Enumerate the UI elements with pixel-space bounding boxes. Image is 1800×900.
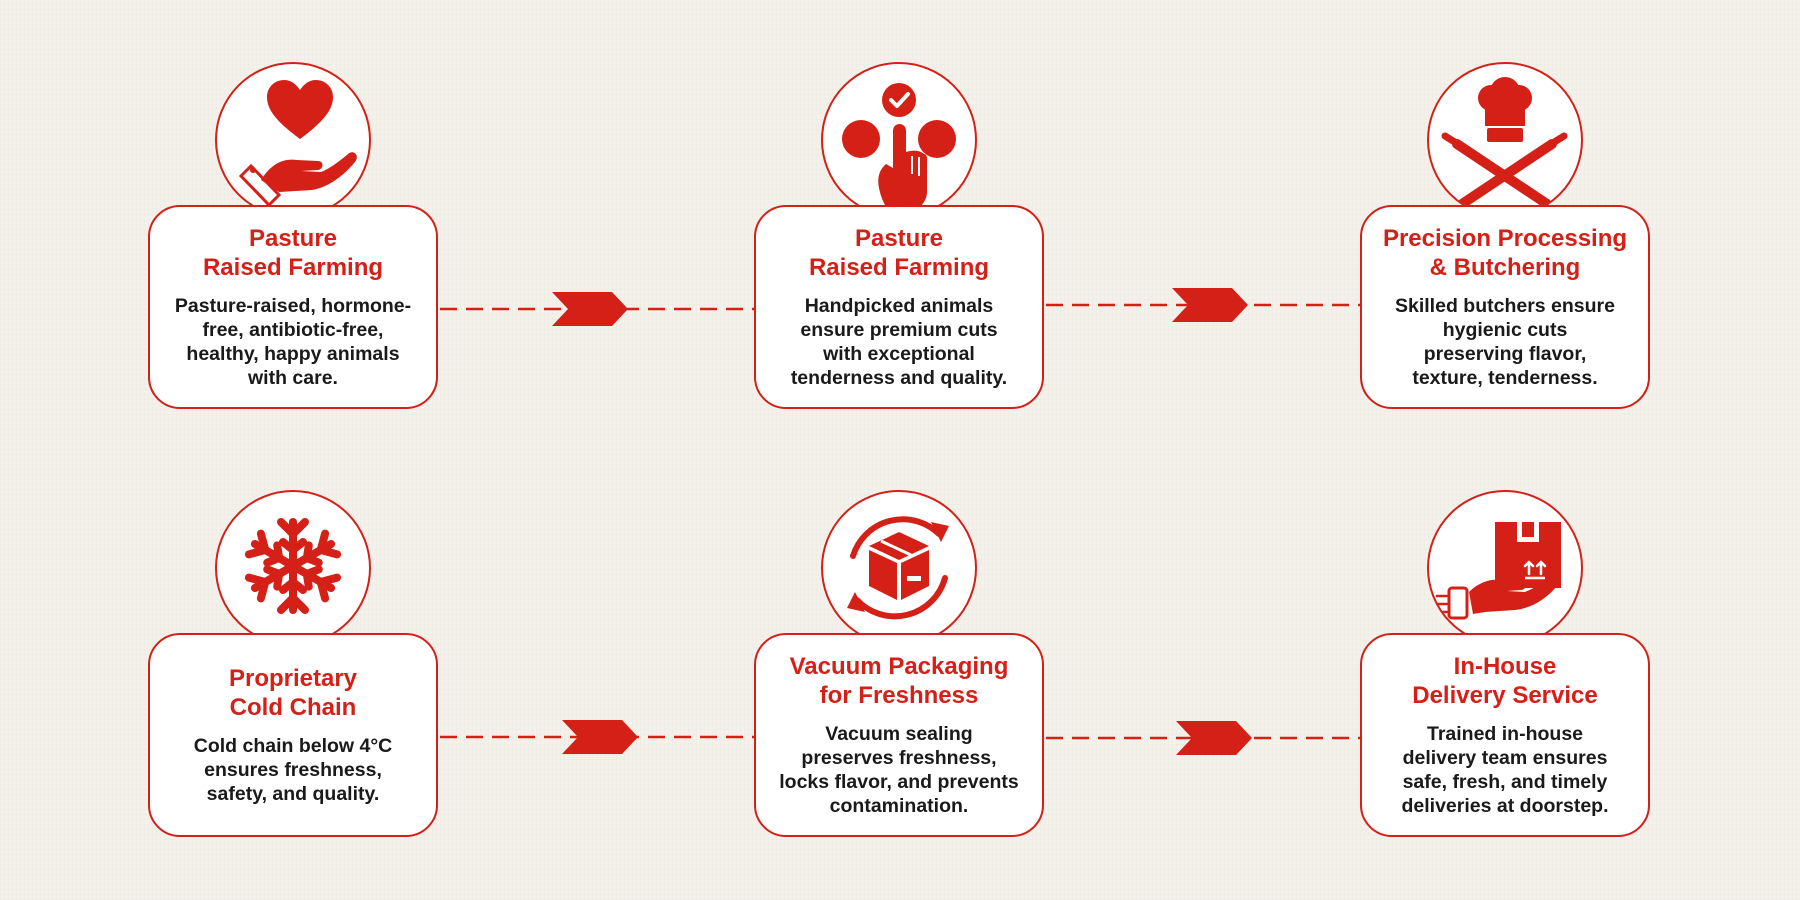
step-description: Trained in-house delivery team ensures s… [1401, 723, 1609, 817]
snowflake-icon [217, 518, 368, 643]
step-title: Pasture Raised Farming [808, 225, 990, 281]
connector-2-3 [1046, 288, 1360, 322]
step-icon-badge [215, 62, 371, 218]
step-description: Pasture-raised, hormone- free, antibioti… [174, 295, 412, 389]
hand-package-icon [1433, 522, 1561, 620]
step-description: Skilled butchers ensure hygienic cuts pr… [1395, 295, 1615, 389]
step-title: Precision Processing & Butchering [1382, 225, 1628, 281]
step-icon-badge [821, 62, 977, 218]
chevron-arrow-icon [1176, 721, 1252, 755]
step-title: Pasture Raised Farming [202, 225, 384, 281]
step-card-vacuum-packaging: Vacuum Packaging for Freshness Vacuum se… [754, 633, 1044, 837]
step-icon-badge [821, 490, 977, 646]
step-icon-badge [1427, 490, 1583, 646]
touch-select-icon [842, 83, 956, 215]
step-card-cold-chain: Proprietary Cold Chain Cold chain below … [148, 633, 438, 837]
step-card-pasture-raised-farming: Pasture Raised Farming Pasture-raised, h… [148, 205, 438, 409]
chevron-arrow-icon [552, 292, 628, 326]
step-title: Vacuum Packaging for Freshness [789, 653, 1009, 709]
step-description: Vacuum sealing preserves freshness, lock… [779, 723, 1019, 817]
connector-5-6 [1046, 721, 1360, 755]
step-card-delivery-service: In-House Delivery Service Trained in-hou… [1360, 633, 1650, 837]
step-description: Cold chain below 4°C ensures freshness, … [193, 735, 393, 805]
connector-1-2 [440, 292, 754, 326]
connector-4-5 [440, 720, 754, 754]
chevron-arrow-icon [1172, 288, 1248, 322]
step-icon-badge [215, 490, 371, 646]
step-title: In-House Delivery Service [1412, 653, 1598, 709]
chevron-arrow-icon [562, 720, 638, 754]
step-title: Proprietary Cold Chain [228, 665, 358, 721]
heart-in-hand-icon [238, 80, 357, 208]
box-cycle-icon [847, 516, 949, 620]
step-card-selection: Pasture Raised Farming Handpicked animal… [754, 205, 1044, 409]
step-icon-badge [1427, 62, 1583, 218]
chef-knives-icon [1441, 77, 1568, 209]
step-description: Handpicked animals ensure premium cuts w… [790, 295, 1008, 389]
step-card-precision-processing: Precision Processing & Butchering Skille… [1360, 205, 1650, 409]
